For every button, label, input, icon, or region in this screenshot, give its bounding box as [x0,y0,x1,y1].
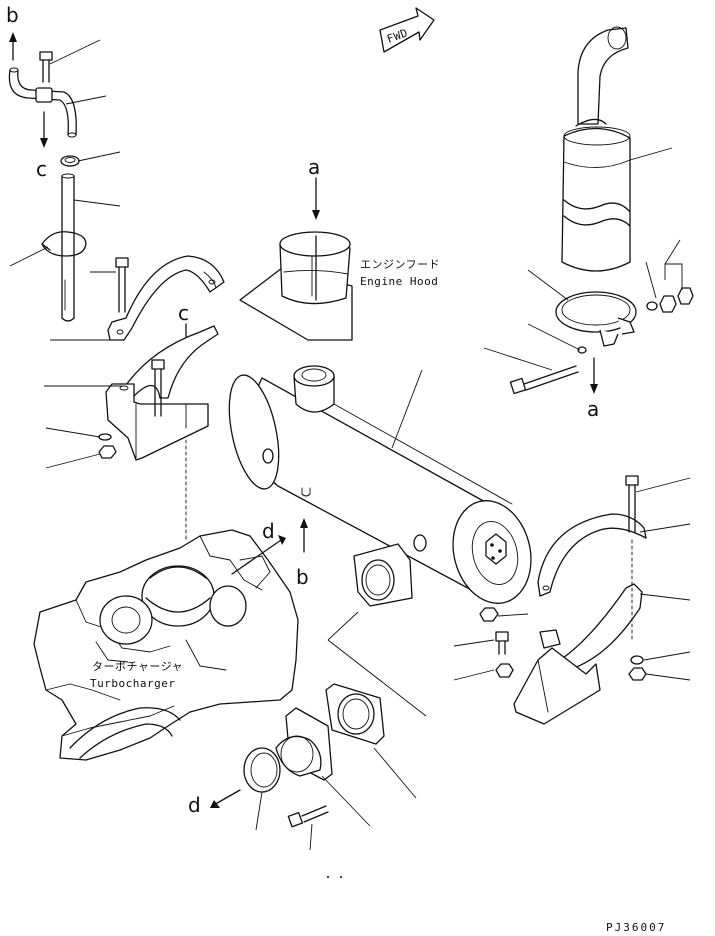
ref-letter-d: d [188,793,201,817]
ref-letter-a: a [587,397,599,421]
ref-letter-a: a [308,155,320,179]
ref-letter-b: b [6,3,19,27]
turbocharger-jp: ターボチャージャ [92,660,183,673]
turbocharger-en: Turbocharger [90,677,175,690]
exhaust-stack [509,26,694,395]
leader-lines [9,39,691,851]
muffler [228,365,532,622]
engine-hood-stack [239,177,353,341]
bottom-flange-parts [210,683,385,878]
ref-letter-d: d [262,519,275,543]
engine-hood-en: Engine Hood [360,275,438,288]
breather-pipe-assembly [8,32,87,322]
ref-letter-c: c [178,301,189,325]
turbocharger-block [33,529,299,761]
right-muffler-brackets [495,475,647,725]
lower-muffler-bracket [98,325,219,541]
ref-letter-c: c [36,157,47,181]
drawing-code: PJ36007 [606,921,666,934]
ref-letter-b: b [296,565,309,589]
engine-hood-jp: エンジンフード [360,258,440,271]
fwd-arrow-icon: FWD [379,7,435,53]
